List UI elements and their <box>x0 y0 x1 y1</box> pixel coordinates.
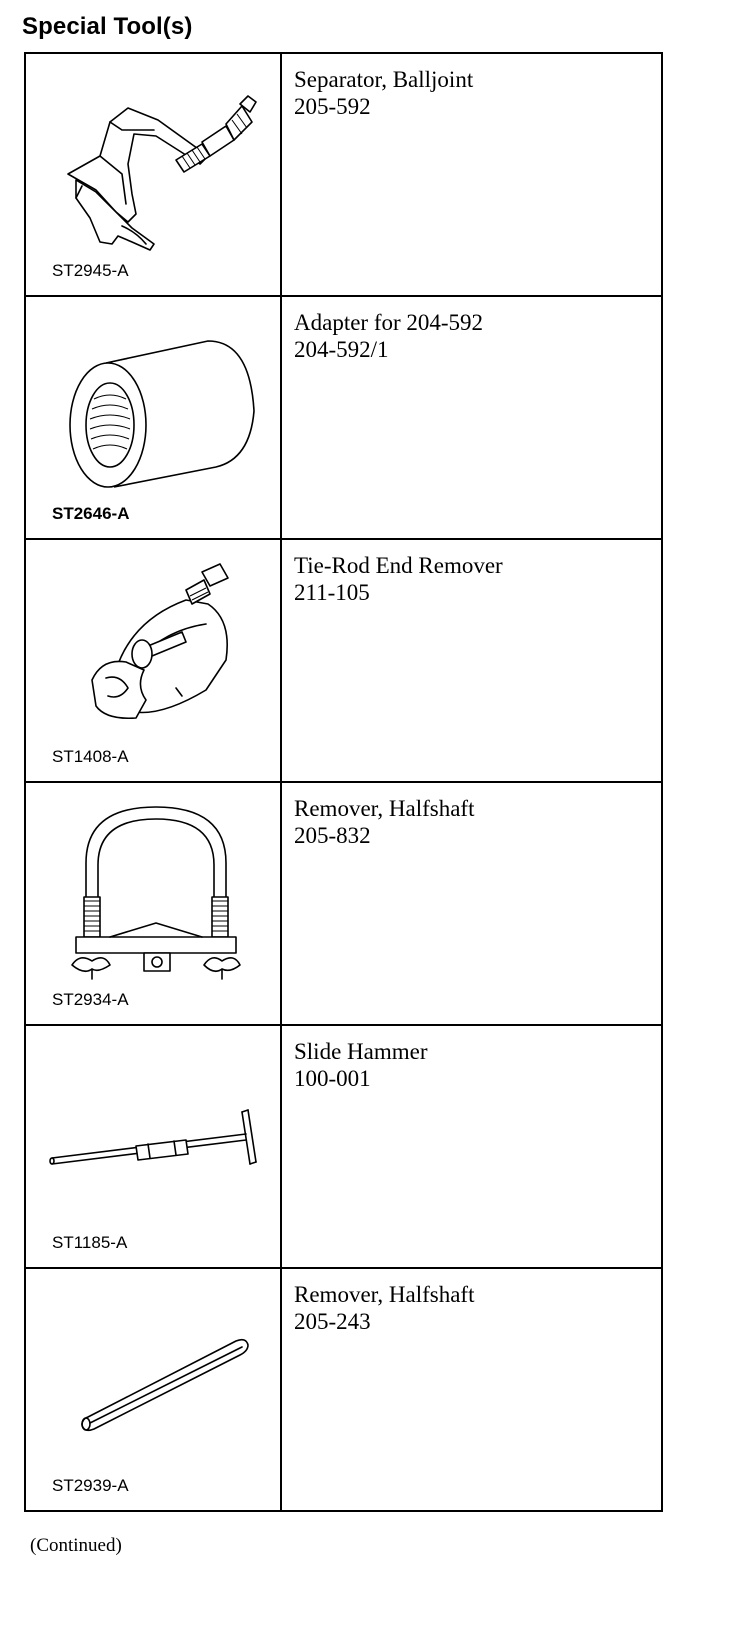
tool-code: ST1408-A <box>52 747 129 766</box>
halfshaft-remover-clamp-icon <box>71 806 241 980</box>
tie-rod-end-remover-icon <box>91 563 229 720</box>
tool-code: ST2945-A <box>52 261 129 280</box>
adapter-sleeve-icon <box>69 340 255 488</box>
tool-code: ST1185-A <box>52 1233 128 1252</box>
tool-description-cell: Tie-Rod End Remover 211-105 <box>280 538 663 783</box>
table-row: ST2934-A Remover, Halfshaft 205-832 <box>24 781 663 1026</box>
page-title: Special Tool(s) <box>22 13 193 40</box>
tool-code: ST2934-A <box>52 990 129 1009</box>
table-row: ST2646-A Adapter for 204-592 204-592/1 <box>24 295 663 540</box>
tool-image-cell: ST2646-A <box>24 295 282 540</box>
tool-image-cell: ST2934-A <box>24 781 282 1026</box>
tool-name: Tie-Rod End Remover <box>294 553 503 578</box>
tool-code: ST2646-A <box>52 504 130 523</box>
tool-number: 204-592/1 <box>294 337 389 362</box>
tool-image-cell: ST2939-A <box>24 1267 282 1512</box>
tool-image-cell: ST2945-A <box>24 52 282 297</box>
halfshaft-remover-bar-icon <box>81 1338 249 1432</box>
tool-description-cell: Separator, Balljoint 205-592 <box>280 52 663 297</box>
tool-description-cell: Remover, Halfshaft 205-832 <box>280 781 663 1026</box>
tool-number: 205-832 <box>294 823 371 848</box>
tool-image-cell: ST1408-A <box>24 538 282 783</box>
continued-note: (Continued) <box>30 1535 122 1556</box>
tool-name: Adapter for 204-592 <box>294 310 484 335</box>
tool-name: Remover, Halfshaft <box>294 796 475 821</box>
slide-hammer-icon <box>49 1109 257 1165</box>
table-row: ST1408-A Tie-Rod End Remover 211-105 <box>24 538 663 783</box>
special-tools-table: ST2945-A Separator, Balljoint 205-592 ST… <box>24 52 663 1512</box>
tool-code: ST2939-A <box>52 1476 129 1495</box>
tool-number: 205-243 <box>294 1309 371 1334</box>
tool-number: 100-001 <box>294 1066 371 1091</box>
table-row: ST2945-A Separator, Balljoint 205-592 <box>24 52 663 297</box>
table-row: ST1185-A Slide Hammer 100-001 <box>24 1024 663 1269</box>
tool-name: Remover, Halfshaft <box>294 1282 475 1307</box>
tool-description-cell: Remover, Halfshaft 205-243 <box>280 1267 663 1512</box>
tool-number: 205-592 <box>294 94 371 119</box>
table-row: ST2939-A Remover, Halfshaft 205-243 <box>24 1267 663 1512</box>
tool-name: Separator, Balljoint <box>294 67 474 92</box>
tool-description-cell: Adapter for 204-592 204-592/1 <box>280 295 663 540</box>
tool-description-cell: Slide Hammer 100-001 <box>280 1024 663 1269</box>
balljoint-separator-icon <box>67 95 257 251</box>
tool-number: 211-105 <box>294 580 370 605</box>
tool-name: Slide Hammer <box>294 1039 428 1064</box>
tool-image-cell: ST1185-A <box>24 1024 282 1269</box>
